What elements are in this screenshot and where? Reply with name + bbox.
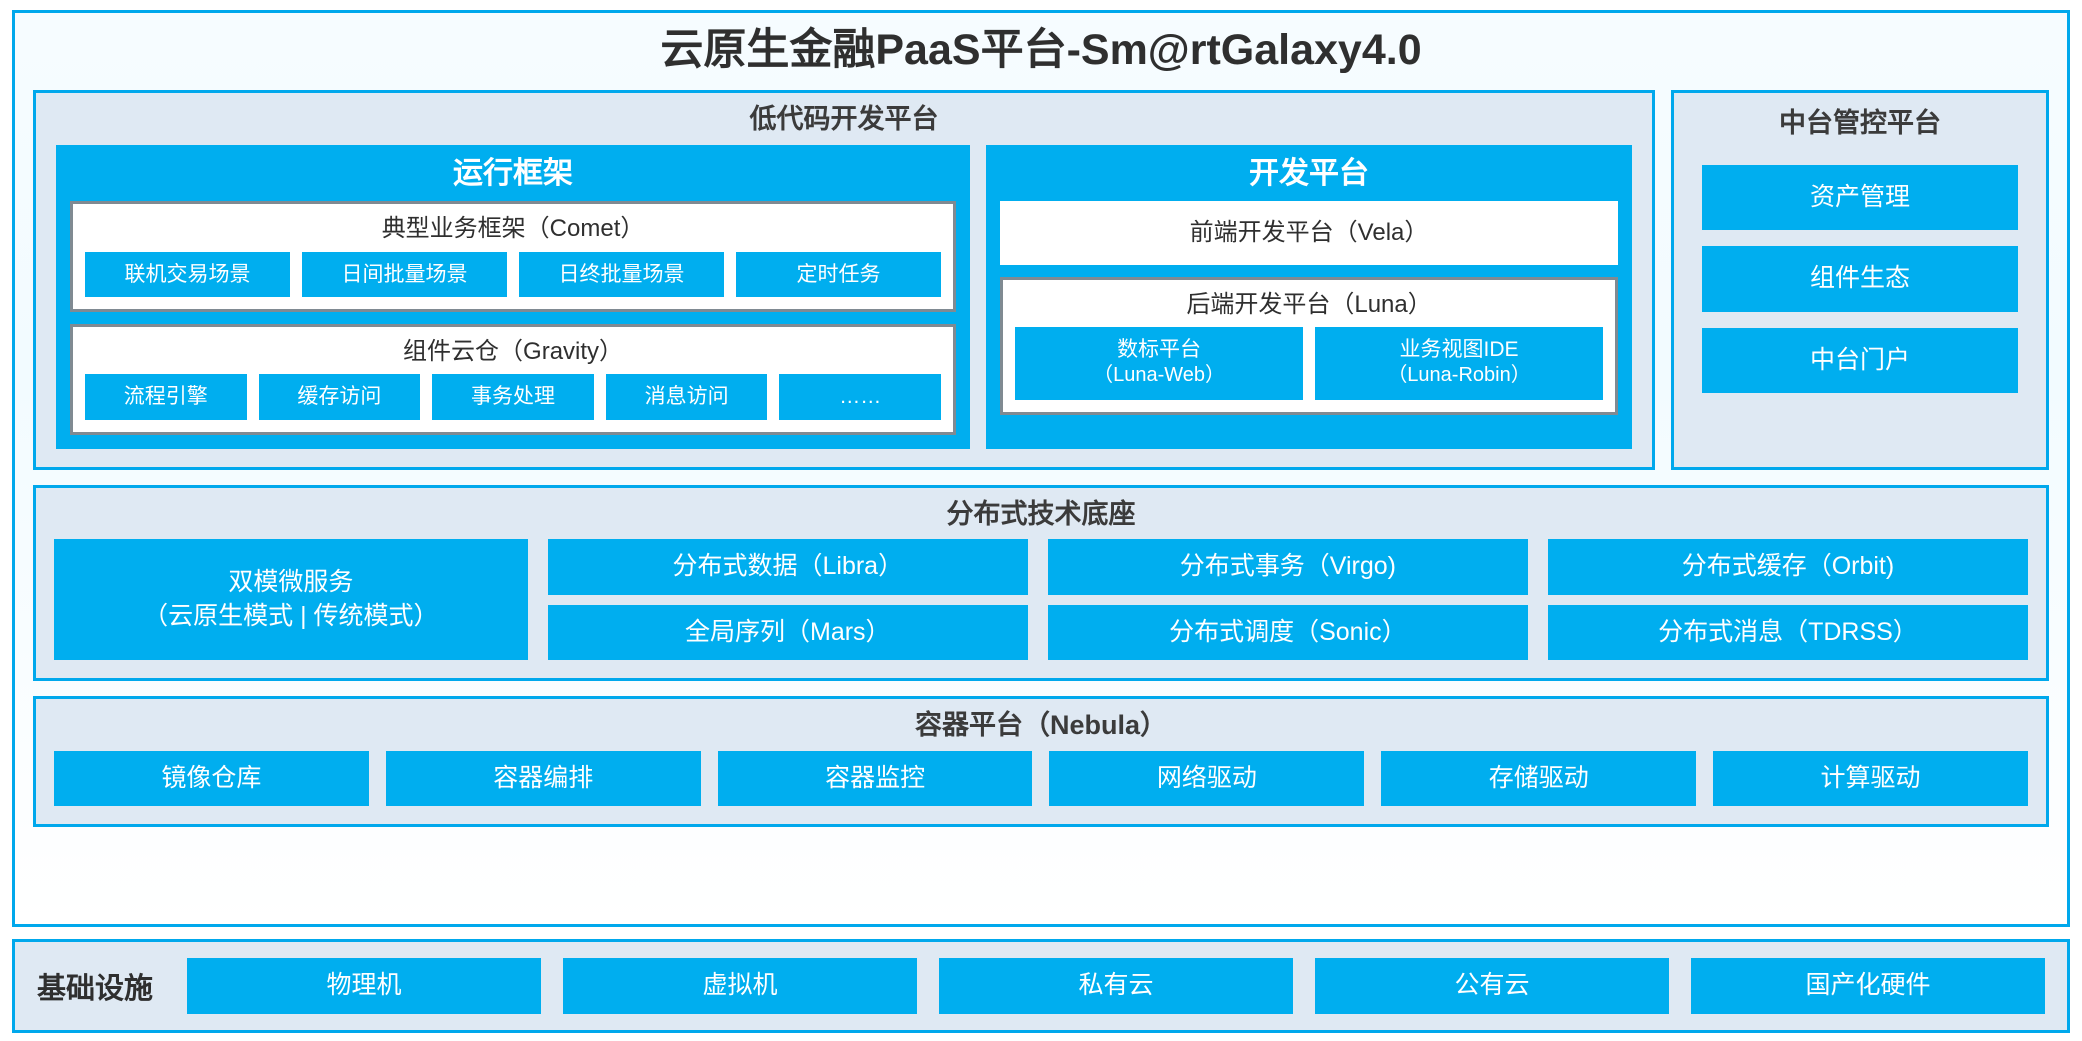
luna-robin-item[interactable]: 业务视图IDE （Luna-Robin） <box>1315 327 1604 401</box>
gravity-item-more[interactable]: …… <box>779 374 942 420</box>
infrastructure-label: 基础设施 <box>37 973 154 1005</box>
dual-mode-microservice-name: 双模微服务 <box>228 567 354 596</box>
container-item-image-repo[interactable]: 镜像仓库 <box>54 750 369 807</box>
luna-backend-title: 后端开发平台（Luna） <box>1186 290 1432 318</box>
container-platform-body: 镜像仓库 容器编排 容器监控 网络驱动 存储驱动 计算驱动 <box>36 750 2046 825</box>
gravity-title: 组件云仓（Gravity） <box>403 337 624 365</box>
comet-item[interactable]: 定时任务 <box>736 251 942 297</box>
infrastructure-item-private-cloud[interactable]: 私有云 <box>939 958 1294 1014</box>
dual-mode-microservice-modes: （云原生模式 | 传统模式） <box>143 601 439 630</box>
container-item-orchestration[interactable]: 容器编排 <box>385 750 701 807</box>
luna-web-item[interactable]: 数标平台 （Luna-Web） <box>1015 327 1304 401</box>
luna-robin-code: （Luna-Robin） <box>1387 364 1531 387</box>
gravity-item[interactable]: 缓存访问 <box>258 374 421 420</box>
luna-backend-box: 后端开发平台（Luna） 数标平台 （Luna-Web） 业务视图IDE （Lu… <box>1000 276 1618 416</box>
dev-platform-title: 开发平台 <box>1249 156 1370 190</box>
comet-title: 典型业务框架（Comet） <box>381 214 645 242</box>
comet-item[interactable]: 日终批量场景 <box>519 251 725 297</box>
distributed-column-2: 分布式事务（Virgo) 分布式调度（Sonic） <box>1047 539 1528 661</box>
gravity-item-row: 流程引擎 缓存访问 事务处理 消息访问 …… <box>85 374 942 420</box>
container-item-compute-driver[interactable]: 计算驱动 <box>1713 750 2028 807</box>
runtime-framework-box: 运行框架 典型业务框架（Comet） 联机交易场景 日间批量场景 日终批量场景 … <box>56 144 971 449</box>
distributed-cell-sonic[interactable]: 分布式调度（Sonic） <box>1047 604 1528 661</box>
gravity-item[interactable]: 事务处理 <box>432 374 594 420</box>
container-platform-panel: 容器平台（Nebula） 镜像仓库 容器编排 容器监控 网络驱动 存储驱动 计算… <box>33 696 2049 828</box>
management-item-portal[interactable]: 中台门户 <box>1702 327 2018 394</box>
luna-web-code: （Luna-Web） <box>1093 364 1226 387</box>
comet-item[interactable]: 联机交易场景 <box>85 251 291 297</box>
management-item-component[interactable]: 组件生态 <box>1702 246 2018 312</box>
container-item-storage-driver[interactable]: 存储驱动 <box>1381 750 1697 807</box>
distributed-cell-virgo[interactable]: 分布式事务（Virgo) <box>1047 539 1528 595</box>
comet-item[interactable]: 日间批量场景 <box>302 251 508 297</box>
luna-web-name: 数标平台 <box>1117 338 1202 362</box>
vela-frontend-box[interactable]: 前端开发平台（Vela） <box>1000 200 1618 265</box>
distributed-base-body: 双模微服务 （云原生模式 | 传统模式） 分布式数据（Libra） 全局序列（M… <box>36 539 2046 678</box>
infrastructure-item-domestic-hardware[interactable]: 国产化硬件 <box>1691 958 2046 1014</box>
container-platform-title: 容器平台（Nebula） <box>914 710 1168 741</box>
gravity-box: 组件云仓（Gravity） 流程引擎 缓存访问 事务处理 消息访问 …… <box>70 323 957 435</box>
dual-mode-microservice-box[interactable]: 双模微服务 （云原生模式 | 传统模式） <box>54 539 528 661</box>
distributed-cell-libra[interactable]: 分布式数据（Libra） <box>547 539 1028 595</box>
dev-platform-box: 开发平台 前端开发平台（Vela） 后端开发平台（Luna） 数标平台 （Lun… <box>986 144 1632 449</box>
management-platform-title: 中台管控平台 <box>1779 108 1941 139</box>
lowcode-platform-body: 运行框架 典型业务框架（Comet） 联机交易场景 日间批量场景 日终批量场景 … <box>36 144 1652 467</box>
container-item-monitoring[interactable]: 容器监控 <box>717 750 1033 807</box>
gravity-item[interactable]: 流程引擎 <box>85 374 247 420</box>
distributed-base-panel: 分布式技术底座 双模微服务 （云原生模式 | 传统模式） 分布式数据（Libra… <box>33 484 2049 682</box>
distributed-cell-mars[interactable]: 全局序列（Mars） <box>547 604 1028 661</box>
top-region: 低代码开发平台 运行框架 典型业务框架（Comet） 联机交易场景 日间批量场景… <box>33 90 2049 470</box>
management-item-asset[interactable]: 资产管理 <box>1702 164 2018 231</box>
lowcode-platform-title: 低代码开发平台 <box>749 104 939 135</box>
gravity-item[interactable]: 消息访问 <box>605 374 768 420</box>
distributed-cell-orbit[interactable]: 分布式缓存（Orbit) <box>1547 539 2028 595</box>
luna-robin-name: 业务视图IDE <box>1399 338 1519 362</box>
lowcode-platform-panel: 低代码开发平台 运行框架 典型业务框架（Comet） 联机交易场景 日间批量场景… <box>33 90 1655 470</box>
distributed-column-3: 分布式缓存（Orbit) 分布式消息（TDRSS） <box>1547 539 2028 661</box>
distributed-cell-tdrss[interactable]: 分布式消息（TDRSS） <box>1547 604 2028 661</box>
page-title: 云原生金融PaaS平台-Sm@rtGalaxy4.0 <box>660 26 1422 74</box>
main-frame: 云原生金融PaaS平台-Sm@rtGalaxy4.0 低代码开发平台 运行框架 … <box>12 10 2070 927</box>
infrastructure-panel: 基础设施 物理机 虚拟机 私有云 公有云 国产化硬件 <box>12 939 2070 1033</box>
distributed-base-title: 分布式技术底座 <box>946 498 1136 529</box>
comet-item-row: 联机交易场景 日间批量场景 日终批量场景 定时任务 <box>85 251 942 297</box>
infrastructure-item-public-cloud[interactable]: 公有云 <box>1315 958 1670 1014</box>
management-platform-panel: 中台管控平台 资产管理 组件生态 中台门户 <box>1671 90 2049 470</box>
comet-box: 典型业务框架（Comet） 联机交易场景 日间批量场景 日终批量场景 定时任务 <box>70 200 957 312</box>
distributed-column-1: 分布式数据（Libra） 全局序列（Mars） <box>547 539 1028 661</box>
runtime-framework-title: 运行框架 <box>453 156 574 190</box>
infrastructure-item-physical[interactable]: 物理机 <box>187 958 542 1014</box>
container-item-network-driver[interactable]: 网络驱动 <box>1049 750 1365 807</box>
infrastructure-item-virtual[interactable]: 虚拟机 <box>563 958 918 1014</box>
luna-item-row: 数标平台 （Luna-Web） 业务视图IDE （Luna-Robin） <box>1015 327 1604 401</box>
